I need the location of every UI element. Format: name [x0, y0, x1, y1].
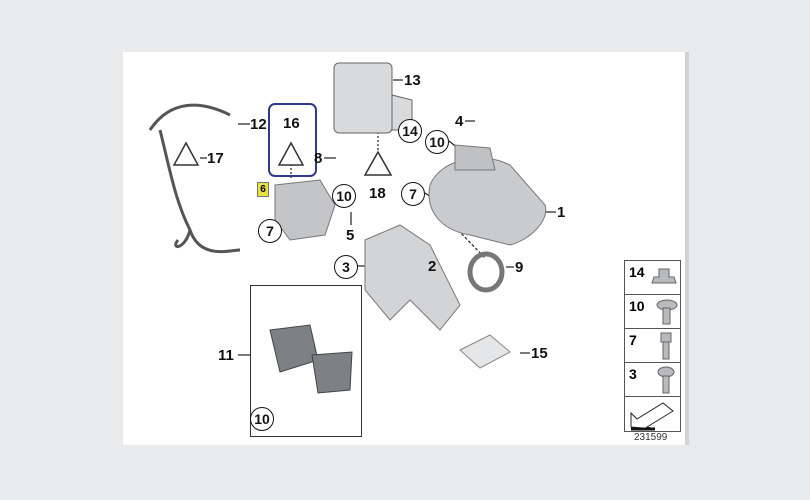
callout-10[interactable]: 10 [250, 407, 274, 431]
callout-2[interactable]: 2 [428, 258, 437, 275]
legend-label: 10 [629, 298, 645, 314]
callout-8[interactable]: 8 [314, 150, 323, 167]
callout-5[interactable]: 5 [346, 227, 355, 244]
callout-9[interactable]: 9 [515, 259, 524, 276]
legend-label: 14 [629, 264, 645, 280]
callout-6: 6 [260, 184, 266, 195]
callout-4[interactable]: 4 [455, 113, 464, 130]
hex-bolt-icon [657, 366, 675, 394]
brake-pad-set-box [250, 285, 362, 437]
callout-13[interactable]: 13 [404, 72, 421, 89]
warning-triangle-17 [172, 141, 200, 166]
legend-label: 7 [629, 332, 637, 348]
diagram-code: 231599 [634, 432, 668, 443]
hardware-legend: 14 10 7 3 [624, 260, 681, 432]
callout-1[interactable]: 1 [557, 204, 566, 221]
nut-icon [651, 268, 677, 284]
callout-11[interactable]: 11 [218, 347, 234, 364]
legend-row-14[interactable]: 14 [625, 261, 680, 295]
arrow-icon [630, 402, 674, 431]
callout-15[interactable]: 15 [531, 345, 548, 362]
legend-row-10[interactable]: 10 [625, 295, 680, 329]
scrollbar-strip [685, 52, 689, 445]
callout-7[interactable]: 7 [401, 182, 425, 206]
socket-bolt-icon [660, 332, 672, 360]
flange-bolt-icon [656, 299, 678, 325]
callout-3[interactable]: 3 [334, 255, 358, 279]
legend-label: 3 [629, 366, 637, 382]
callout-17[interactable]: 17 [207, 150, 224, 167]
callout-18[interactable]: 18 [369, 185, 386, 202]
callout-12[interactable]: 12 [250, 116, 267, 133]
callout-10[interactable]: 10 [332, 184, 356, 208]
legend-row-3[interactable]: 3 [625, 363, 680, 397]
callout-7[interactable]: 7 [258, 219, 282, 243]
highlight-box-part-16[interactable] [268, 103, 317, 177]
callout-14[interactable]: 14 [398, 119, 422, 143]
callout-10[interactable]: 10 [425, 130, 449, 154]
callout-16[interactable]: 16 [283, 115, 300, 132]
highlight-marker-part-6[interactable]: 6 [257, 182, 269, 197]
legend-row-7[interactable]: 7 [625, 329, 680, 363]
legend-arrow-row[interactable] [625, 397, 680, 433]
